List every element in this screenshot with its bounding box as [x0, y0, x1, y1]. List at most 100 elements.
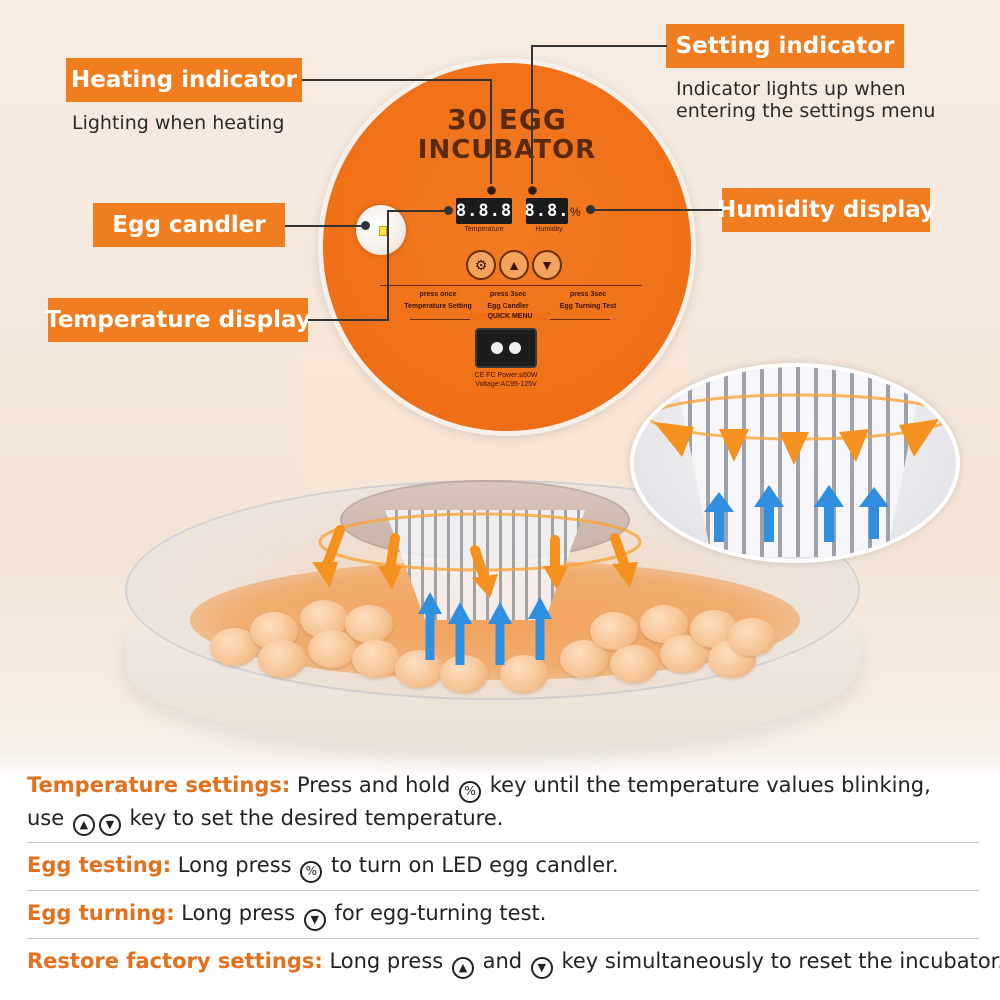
instruction-egg-turning-key: Egg turning: [27, 901, 175, 925]
menu-col1-top: press once [419, 291, 457, 298]
inset-cool-air-arrow [814, 485, 844, 507]
airflow-arrows [312, 512, 642, 665]
set-icon: ⚙ [474, 256, 488, 273]
set-key-icon: % [300, 860, 323, 883]
cool-air-arrow-head [528, 597, 552, 619]
menu-divider-top [380, 285, 642, 286]
instruction-egg-testing: Egg testing: Long press % to turn on LED… [27, 850, 619, 883]
up-arrow-icon: ▲ [507, 257, 521, 273]
temperature-display-callout: Temperature display [45, 298, 311, 342]
instruction-divider [27, 842, 979, 843]
warm-air-arrow-head [312, 562, 338, 588]
egg [352, 640, 400, 678]
instruction-text: and [475, 949, 529, 973]
inset-cool-air-arrow [859, 487, 889, 507]
power-socket [475, 328, 537, 368]
control-panel: 30 EGG INCUBATOR [318, 58, 696, 436]
instruction-text: key simultaneously to reset the incubato… [554, 949, 1000, 973]
inset-cool-air-arrow [704, 492, 734, 512]
setting-indicator-caption-line1: Indicator lights up when [676, 78, 906, 100]
menu-col3-top: press 3sec [569, 291, 607, 298]
heating-leader-v [490, 79, 492, 184]
set-key-icon: % [459, 780, 482, 803]
panel-title-line2: INCUBATOR [417, 135, 597, 165]
humidity-display-callout: Humidity display [717, 188, 935, 232]
instruction-egg-turning: Egg turning: Long press ▼ for egg-turnin… [27, 898, 546, 931]
inset-cool-air-arrow-shaft [714, 512, 724, 542]
heating-indicator-led [487, 186, 496, 195]
power-rating: CE FC Power:≤60W [474, 372, 538, 379]
up-button[interactable]: ▲ [499, 250, 529, 280]
inset-cool-air-arrow-shaft [869, 507, 879, 539]
inset-cool-air-arrow [754, 485, 784, 507]
setting-indicator-callout: Setting indicator [666, 24, 904, 68]
warm-air-arrow [610, 533, 630, 571]
fan-detail-inset [630, 363, 960, 563]
warm-air-arrow [470, 545, 490, 585]
instruction-text: to turn on LED egg candler. [324, 853, 619, 877]
egg [345, 605, 393, 643]
cool-air-arrow-head [418, 592, 442, 614]
socket-pin-right [509, 342, 521, 354]
egg [728, 618, 776, 656]
instruction-text: Press and hold [290, 773, 458, 797]
humidity-label: Humidity [535, 226, 563, 233]
down-button[interactable]: ▼ [532, 250, 562, 280]
inset-airflow-arrows [647, 393, 951, 542]
instruction-text: use [27, 806, 71, 830]
instruction-text: Long press [322, 949, 450, 973]
egg-candler-leader [285, 225, 365, 227]
inset-cool-air-arrow-shaft [764, 507, 774, 542]
instruction-text: key until the temperature values blinkin… [483, 773, 931, 797]
instruction-temperature-line1: Temperature settings: Press and hold % k… [27, 770, 931, 803]
humidity-leader [591, 209, 722, 211]
down-arrow-icon: ▼ [540, 257, 554, 273]
quick-menu-label: QUICK MENU [470, 313, 550, 320]
cool-air-arrow-head [488, 602, 512, 624]
heating-indicator-callout: Heating indicator [66, 58, 302, 102]
voltage-rating: Voltage:AC95-125V [475, 381, 537, 388]
socket-pin-left [491, 342, 503, 354]
temperature-leader-dot [444, 206, 453, 215]
instruction-text: for egg-turning test. [327, 901, 547, 925]
inset-warm-air-arrow [654, 422, 694, 457]
inset-cool-air-arrow-shaft [824, 507, 834, 542]
humidity-unit: % [570, 205, 581, 219]
warm-air-arrow [385, 533, 400, 575]
temperature-label: Temperature [464, 226, 504, 233]
egg-candler-callout: Egg candler [93, 203, 285, 247]
down-key-icon: ▼ [98, 813, 121, 836]
cool-air-arrow-head [448, 602, 472, 624]
inset-warm-air-arrow [779, 432, 809, 465]
instruction-text: Long press [174, 901, 302, 925]
warm-air-arrow-head [472, 574, 498, 598]
setting-indicator-led [528, 186, 537, 195]
menu-col3-bottom: Egg Turning Test [559, 303, 617, 310]
instruction-text: key to set the desired temperature. [122, 806, 504, 830]
instruction-egg-testing-key: Egg testing: [27, 853, 172, 877]
egg [395, 650, 443, 688]
temperature-leader-top [387, 210, 449, 212]
instruction-divider [27, 938, 979, 939]
egg [258, 640, 306, 678]
inset-warm-air-arrow [719, 429, 749, 462]
instruction-text: Long press [171, 853, 299, 877]
humidity-digits: 8.8. [524, 201, 570, 221]
heating-indicator-caption: Lighting when heating [72, 112, 285, 134]
panel-title-line1: 30 EGG [447, 103, 567, 136]
instruction-restore-key: Restore factory settings: [27, 949, 323, 973]
warm-air-arrow-head [378, 566, 402, 590]
egg-candler-led [379, 226, 387, 236]
temperature-leader-v [387, 210, 389, 321]
set-button[interactable]: ⚙ [466, 250, 496, 280]
warm-air-arrow-head [612, 562, 638, 588]
down-key-icon: ▼ [303, 908, 326, 931]
up-key-icon: ▲ [451, 956, 474, 979]
menu-col1-bottom: Temperature Setting [404, 303, 472, 310]
down-key-icon: ▼ [530, 956, 553, 979]
setting-leader-h [531, 45, 667, 47]
heating-leader-h [302, 79, 491, 81]
temperature-digits: 8.8.8 [455, 201, 513, 221]
temperature-leader-h [308, 319, 388, 321]
instruction-restore-factory: Restore factory settings: Long press ▲ a… [27, 946, 1000, 979]
